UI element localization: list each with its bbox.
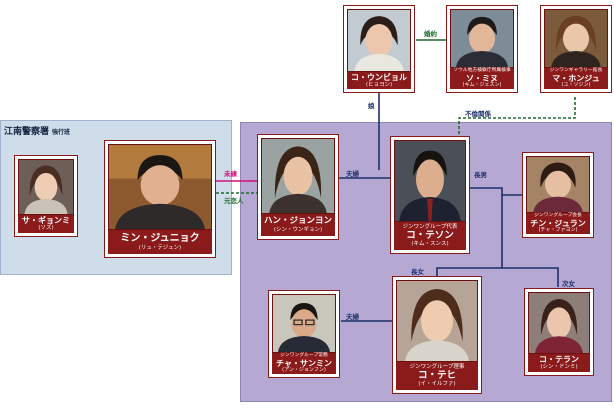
card-label: サ・ギョンミ (ソズ) [18,215,74,233]
card-label: コ・テラン (シン・ドンミ) [528,354,590,372]
actor-name: (アン・ジョンフン) [282,366,326,373]
actor-name: (ソズ) [38,225,54,232]
portrait-photo [450,9,514,68]
card-label: ジンワングループ会長 チン・ジュラン (チャ・ファヨン) [526,213,590,234]
portrait-photo [347,9,411,72]
portrait-photo [394,140,466,222]
portrait-photo [272,294,336,353]
rel-daughter: 娘 [368,102,375,110]
group-title-sub: 強行班 [52,129,71,136]
rel-ex-lover: 元恋人 [224,197,244,205]
card-chin-juran[interactable]: ジンワングループ会長 チン・ジュラン (チャ・ファヨン) [522,152,594,238]
card-label: ジンワングループ常務 チャ・サンミン (アン・ジョンフン) [272,353,336,374]
person-name: チャ・サンミン [276,358,332,368]
card-label: ソウル地方検察庁所属検事 ソ・ミヌ (キム・ジェスン) [450,68,514,89]
person-name: コ・テソン [406,229,454,241]
line-affair [458,97,576,137]
portrait-photo [396,280,478,362]
person-role: ソウル地方検察庁所属検事 [453,68,511,74]
person-name: ハン・ジョンヨン [263,215,332,226]
card-min-junhyok[interactable]: ミン・ジュニョク (リュ・テジュン) [104,140,216,258]
card-label: ジンワングループ代表 コ・テソン (キム・スンス) [394,222,466,250]
person-role: ジンワングループ代表 [402,224,458,231]
card-label: ジンワングループ理事 コ・テヒ (イ・イルファ) [396,362,478,390]
actor-name: (キム・ジェスン) [462,81,502,88]
person-name: コ・テラン [539,355,579,365]
portrait-photo [18,159,74,215]
rel-eldest-daughter: 長女 [411,268,424,276]
actor-name: (ヒョヨン) [365,81,393,88]
card-label: ハン・ジョンヨン (シン・ウンギョン) [261,214,335,236]
portrait-photo [526,156,590,213]
person-role: ジンワングループ理事 [409,364,465,371]
card-label: コ・ウンビョル (ヒョヨン) [347,72,411,89]
person-role: ジンワンギャラリー館長 [549,68,603,74]
group-title-main: 江南警察署 [4,127,50,137]
rel-engaged: 婚約 [424,30,437,38]
actor-name: (チャ・ファヨン) [538,226,578,233]
line-children [436,195,503,276]
person-name: チン・ジュラン [530,218,586,228]
portrait-photo [528,292,590,354]
actor-name: (イ・イルファ) [418,381,456,388]
person-name: コ・ウンビョル [351,72,407,82]
card-ko-teson[interactable]: ジンワングループ代表 コ・テソン (キム・スンス) [390,136,470,254]
line-second-daughter [502,267,559,287]
card-sa-gyonmi[interactable]: サ・ギョンミ (ソズ) [14,155,78,237]
line-eldest-son [470,187,522,196]
rel-eldest-son: 長男 [474,171,487,179]
card-ma-honju[interactable]: ジンワンギャラリー館長 マ・ホンジュ (ユ・ソジン) [540,5,612,93]
card-cha-sanmin[interactable]: ジンワングループ常務 チャ・サンミン (アン・ジョンフン) [268,290,340,378]
rel-affair: 不倫関係 [465,110,491,118]
rel-couple-bottom: 夫婦 [346,313,359,321]
group-title: 江南警察署強行班 [4,124,70,137]
portrait-photo [261,138,335,214]
card-han-jonyon[interactable]: ハン・ジョンヨン (シン・ウンギョン) [257,134,339,240]
card-label: ジンワンギャラリー館長 マ・ホンジュ (ユ・ソジン) [544,68,608,89]
person-name: ソ・ミヌ [466,73,498,83]
card-ko-tehi[interactable]: ジンワングループ理事 コ・テヒ (イ・イルファ) [392,276,482,394]
actor-name: (ユ・ソジン) [561,81,591,88]
person-name: マ・ホンジュ [552,73,600,83]
rel-second-daughter: 次女 [562,280,575,288]
card-label: ミン・ジュニョク (リュ・テジュン) [108,230,212,254]
portrait-photo [544,9,608,68]
actor-name: (リュ・テジュン) [138,244,182,251]
card-ko-unbyol[interactable]: コ・ウンビョル (ヒョヨン) [343,5,415,93]
rel-fiance: 未練 [224,170,237,178]
portrait-photo [108,144,212,230]
card-so-minu[interactable]: ソウル地方検察庁所属検事 ソ・ミヌ (キム・ジェスン) [446,5,518,93]
person-name: サ・ギョンミ [22,216,70,226]
person-name: ミン・ジュニョク [120,233,200,245]
person-role: ジンワングループ会長 [534,213,582,219]
actor-name: (キム・スンス) [411,241,449,248]
rel-couple-top: 夫婦 [346,170,359,178]
actor-name: (シン・ドンミ) [540,364,578,371]
person-role: ジンワングループ常務 [280,353,328,359]
card-ko-teran[interactable]: コ・テラン (シン・ドンミ) [524,288,594,376]
actor-name: (シン・ウンギョン) [273,226,323,233]
person-name: コ・テヒ [417,369,456,381]
